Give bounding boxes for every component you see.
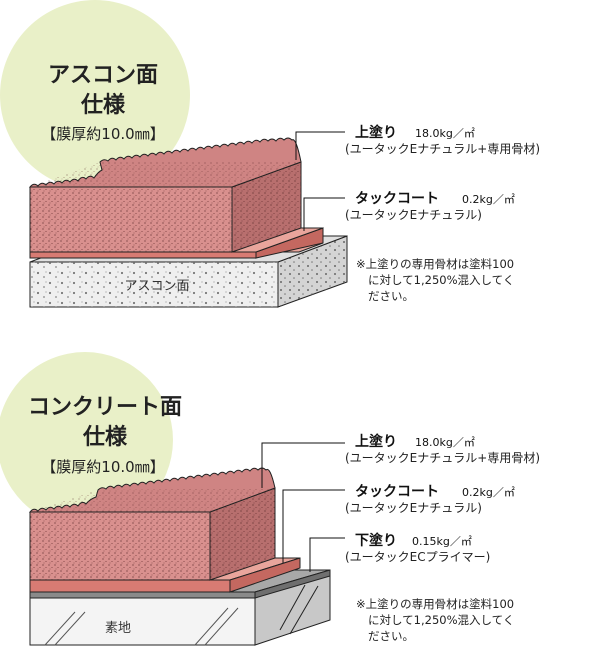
layer-name: 下塗り: [355, 532, 397, 549]
primer-layer-front: [29, 591, 256, 599]
leader-topcoat: [295, 131, 345, 160]
note-line: ※上塗りの専用骨材は塗料100: [356, 257, 514, 271]
leader-primer: [309, 537, 345, 572]
layer-label-tackcoat: タックコート 0.2kg／㎡ (ユータックEナチュラル): [345, 484, 515, 515]
layer-amount: 0.2kg／㎡: [462, 486, 515, 499]
section-title-line2: 仕様: [82, 424, 128, 450]
layer-desc: (ユータックEナチュラル+専用骨材): [345, 142, 540, 156]
section-title-line2: 仕様: [80, 92, 126, 118]
section-ascon: アスコン面 仕様 【膜厚約10.0㎜】 アスコン面 上塗り 18.0kg／㎡ (: [0, 0, 540, 308]
layer-amount: 0.15kg／㎡: [412, 535, 472, 548]
thickness-label: 【膜厚約10.0㎜】: [41, 458, 164, 476]
base-label: アスコン面: [124, 279, 189, 294]
note-line: ※上塗りの専用骨材は塗料100: [356, 597, 514, 611]
section-concrete: コンクリート面 仕様 【膜厚約10.0㎜】 素地 上: [0, 352, 540, 646]
leader-tackcoat: [282, 489, 345, 563]
mixing-note: ※上塗りの専用骨材は塗料100 に対して1,250%混入してく ださい。: [356, 257, 514, 303]
layer-desc: (ユータックEナチュラル): [345, 208, 482, 222]
tackcoat-layer-front: [29, 579, 231, 593]
layer-name: タックコート: [355, 484, 439, 500]
layer-desc: (ユータックEナチュラル+専用骨材): [345, 451, 540, 465]
note-line: ださい。: [368, 289, 414, 303]
layer-desc: (ユータックEナチュラル): [345, 501, 482, 515]
mixing-note: ※上塗りの専用骨材は塗料100 に対して1,250%混入してく ださい。: [356, 597, 514, 643]
layer-desc: (ユータックECプライマー): [345, 550, 490, 564]
title-circle: [0, 352, 173, 528]
tackcoat-layer-front: [29, 251, 257, 259]
layer-label-topcoat: 上塗り 18.0kg／㎡ (ユータックEナチュラル+専用骨材): [345, 124, 540, 156]
layer-label-topcoat: 上塗り 18.0kg／㎡ (ユータックEナチュラル+専用骨材): [345, 433, 540, 465]
base-label: 素地: [105, 621, 131, 636]
concrete-base-front: [29, 597, 256, 646]
layer-amount: 18.0kg／㎡: [415, 127, 475, 140]
layer-amount: 0.2kg／㎡: [462, 193, 515, 206]
section-title-line1: コンクリート面: [28, 395, 182, 420]
layer-name: 上塗り: [355, 124, 397, 141]
leader-topcoat: [261, 442, 345, 488]
section-title-line1: アスコン面: [48, 63, 158, 88]
title-circle: [0, 0, 190, 190]
layer-label-tackcoat: タックコート 0.2kg／㎡ (ユータックEナチュラル): [345, 191, 515, 222]
layer-amount: 18.0kg／㎡: [415, 436, 475, 449]
layer-name: タックコート: [355, 191, 439, 207]
layer-name: 上塗り: [355, 433, 397, 450]
thickness-label: 【膜厚約10.0㎜】: [41, 125, 164, 143]
leader-tackcoat: [303, 197, 345, 231]
note-line: ださい。: [368, 629, 414, 643]
note-line: に対して1,250%混入してく: [368, 273, 514, 287]
layer-label-primer: 下塗り 0.15kg／㎡ (ユータックECプライマー): [345, 532, 490, 564]
note-line: に対して1,250%混入してく: [368, 613, 514, 627]
